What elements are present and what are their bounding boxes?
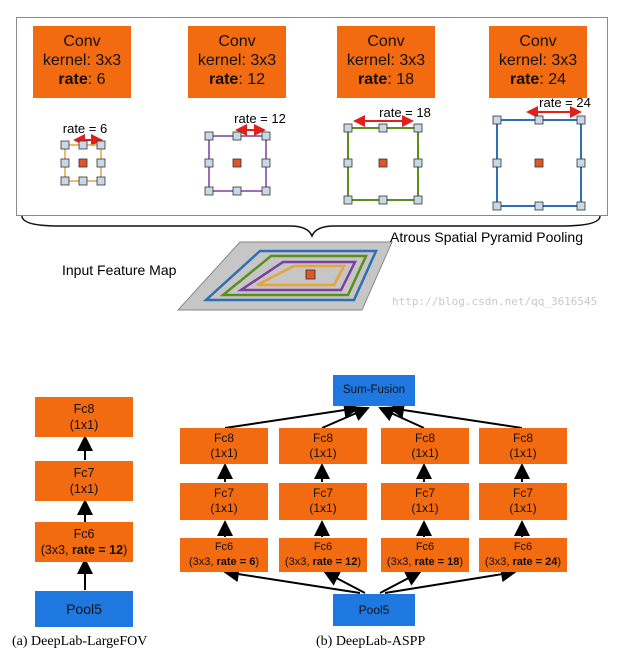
conv-title: Conv: [218, 33, 256, 50]
aspp-fc8-branch-3: Fc8(1x1): [381, 428, 469, 464]
aspp-fc6-branch-2: Fc6(3x3, rate = 12): [279, 538, 367, 572]
conv-rate: rate: 12: [208, 71, 266, 88]
input-feature-map: [176, 241, 393, 311]
sum-fusion: Sum-Fusion: [333, 375, 415, 406]
caption-largefov: (a) DeepLab-LargeFOV: [12, 634, 148, 649]
aspp-frame: [16, 17, 608, 216]
conv-rate: rate: 18: [357, 71, 415, 88]
rate-label-12: rate = 12: [234, 111, 286, 126]
conv-rate: rate: 24: [509, 71, 567, 88]
conv-title: Conv: [367, 33, 405, 50]
dilated-kernel-rate-24: [492, 106, 586, 211]
aspp-fc6-branch-3: Fc6(3x3, rate = 18): [381, 538, 469, 572]
dilated-kernel-rate-12: [204, 124, 271, 196]
conv-rate: rate: 6: [58, 71, 106, 88]
conv-title: Conv: [519, 33, 557, 50]
dilated-kernel-rate-18: [343, 115, 423, 205]
brace: [21, 215, 601, 239]
aspp-fc6-branch-4: Fc6(3x3, rate = 24): [479, 538, 567, 572]
aspp-net-arrows: [217, 402, 530, 594]
aspp-fc8-branch-2: Fc8(1x1): [279, 428, 367, 464]
aspp-fc6-branch-1: Fc6(3x3, rate = 6): [180, 538, 268, 572]
conv-title: Conv: [63, 33, 101, 50]
input-feature-map-label: Input Feature Map: [62, 262, 177, 278]
conv-kernel: kernel: 3x3: [197, 52, 277, 69]
largefov-pool5: Pool5: [35, 591, 133, 627]
caption-aspp: (b) DeepLab-ASPP: [316, 634, 426, 649]
aspp-label: Atrous Spatial Pyramid Pooling: [390, 229, 583, 245]
aspp-fc7-branch-1: Fc7(1x1): [180, 483, 268, 520]
aspp-pool5: Pool5: [333, 594, 415, 626]
conv-box-rate-18: Conv kernel: 3x3 rate: 18: [337, 26, 435, 98]
conv-kernel: kernel: 3x3: [346, 52, 426, 69]
dilated-kernel-rate-6: [60, 134, 106, 186]
aspp-fc7-branch-4: Fc7(1x1): [479, 483, 567, 520]
conv-kernel: kernel: 3x3: [498, 52, 578, 69]
conv-kernel: kernel: 3x3: [42, 52, 122, 69]
conv-box-rate-24: Conv kernel: 3x3 rate: 24: [489, 26, 587, 98]
conv-box-rate-12: Conv kernel: 3x3 rate: 12: [188, 26, 286, 98]
conv-box-rate-6: Conv kernel: 3x3 rate: 6: [33, 26, 131, 98]
largefov-fc7: Fc7(1x1): [35, 461, 133, 501]
aspp-fc7-branch-2: Fc7(1x1): [279, 483, 367, 520]
aspp-fc8-branch-4: Fc8(1x1): [479, 428, 567, 464]
largefov-fc8: Fc8(1x1): [35, 397, 133, 437]
aspp-fc7-branch-3: Fc7(1x1): [381, 483, 469, 520]
largefov-fc6: Fc6 (3x3, rate = 12): [35, 522, 133, 562]
aspp-fc8-branch-1: Fc8(1x1): [180, 428, 268, 464]
watermark: http://blog.csdn.net/qq_3616545: [392, 295, 598, 308]
rate-label-6: rate = 6: [62, 121, 108, 136]
